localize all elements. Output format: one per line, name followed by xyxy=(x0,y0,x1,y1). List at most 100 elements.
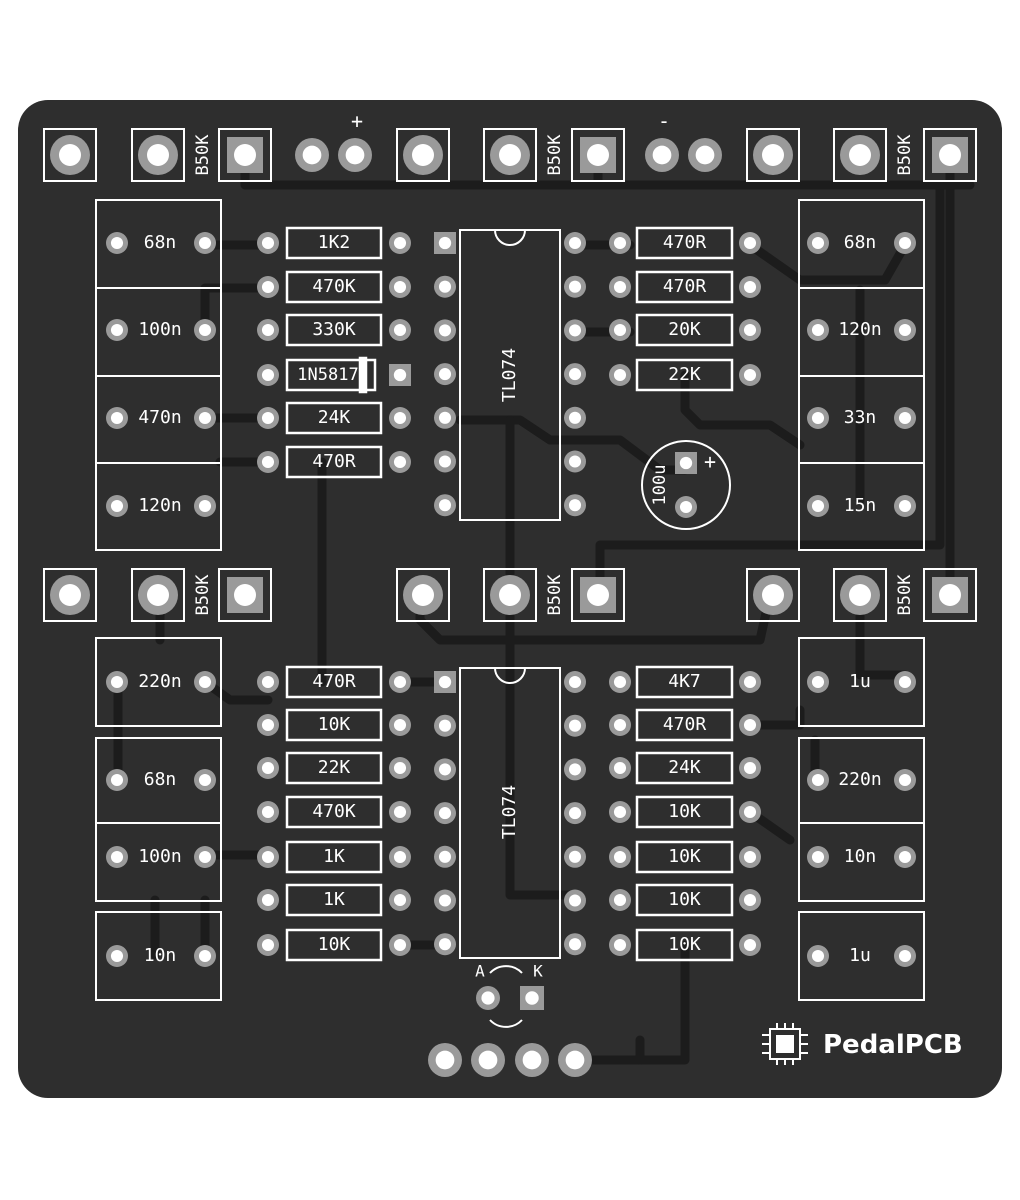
pad-outline xyxy=(396,128,450,182)
resistor-value-label: 10K xyxy=(318,934,351,955)
drill-hole xyxy=(198,949,212,963)
cap-outline xyxy=(95,637,222,727)
resistor-value-label: 24K xyxy=(318,407,351,428)
drill-hole xyxy=(679,456,693,470)
drill-hole xyxy=(412,584,434,606)
drill-hole xyxy=(198,236,212,250)
electrolytic-value-label: 100u xyxy=(650,465,670,506)
ic-outline xyxy=(459,667,561,959)
drill-hole xyxy=(568,719,582,732)
drill-hole xyxy=(811,323,825,337)
drill-hole xyxy=(898,323,912,337)
drill-hole xyxy=(743,761,757,775)
drill-hole xyxy=(849,584,871,606)
cap-value-label: 220n xyxy=(838,769,881,790)
resistor-outline xyxy=(635,313,734,347)
pad-outline xyxy=(571,568,625,622)
resistor-value-label: 470R xyxy=(663,276,707,297)
pot-value-label: B50K xyxy=(895,574,915,616)
drill-hole xyxy=(939,144,961,166)
resistor-outline xyxy=(285,840,383,874)
drill-hole xyxy=(568,411,582,424)
drill-hole xyxy=(811,773,825,787)
drill-hole xyxy=(568,850,582,863)
drill-hole xyxy=(613,368,627,382)
resistor-value-label: 470R xyxy=(663,714,707,735)
pad-outline xyxy=(746,128,800,182)
drill-hole xyxy=(110,323,124,337)
drill-hole xyxy=(393,368,407,382)
drill-hole xyxy=(743,718,757,732)
drill-hole xyxy=(261,411,275,425)
resistor-outline xyxy=(635,751,734,785)
drill-hole xyxy=(898,850,912,864)
drill-hole xyxy=(568,236,582,250)
drill-hole xyxy=(261,675,275,689)
resistor-outline xyxy=(285,401,383,435)
resistor-value-label: 10K xyxy=(668,846,701,867)
silkscreen-outlines xyxy=(95,199,925,1028)
resistor-outline xyxy=(635,928,734,962)
drill-hole xyxy=(679,500,693,514)
drill-hole xyxy=(811,499,825,513)
resistor-outline xyxy=(635,358,734,392)
drill-hole xyxy=(587,584,609,606)
resistor-outline xyxy=(285,665,383,699)
drill-hole xyxy=(234,144,256,166)
resistor-value-label: 470R xyxy=(663,232,707,253)
drill-hole xyxy=(261,280,275,294)
drill-hole xyxy=(261,455,275,469)
pad-outline xyxy=(483,568,537,622)
drill-hole xyxy=(110,949,124,963)
drill-hole xyxy=(811,411,825,425)
pot-value-label: B50K xyxy=(193,134,213,176)
drill-hole xyxy=(393,675,407,689)
drill-hole xyxy=(393,761,407,775)
resistor-value-label: 470K xyxy=(312,276,356,297)
drill-hole xyxy=(613,938,627,952)
drill-hole xyxy=(438,675,452,689)
pad-outline xyxy=(571,128,625,182)
drill-hole xyxy=(393,280,407,294)
drill-hole xyxy=(438,499,452,512)
drill-hole xyxy=(568,763,582,776)
resistor-value-label: 1K xyxy=(323,889,345,910)
drill-hole xyxy=(613,323,627,337)
resistor-outline xyxy=(635,270,734,304)
electrolytic-outline xyxy=(641,440,731,530)
drill-hole xyxy=(393,323,407,337)
brand-name: PedalPCB xyxy=(823,1030,963,1060)
cap-value-label: 68n xyxy=(144,232,177,253)
drill-hole xyxy=(438,763,452,776)
cap-value-label: 470n xyxy=(138,407,181,428)
drill-hole xyxy=(568,938,582,951)
resistor-outline xyxy=(285,226,383,260)
led-anode-label: A xyxy=(475,962,485,981)
drill-hole xyxy=(811,236,825,250)
drill-hole xyxy=(743,850,757,864)
drill-hole xyxy=(613,675,627,689)
cap-value-label: 120n xyxy=(838,319,881,340)
drill-hole xyxy=(525,991,539,1005)
drill-hole xyxy=(261,805,275,819)
cap-value-label: 10n xyxy=(144,945,177,966)
drill-hole xyxy=(522,1050,542,1070)
resistor-value-label: 10K xyxy=(318,714,351,735)
drill-hole xyxy=(393,236,407,250)
resistor-value-label: 10K xyxy=(668,801,701,822)
drill-hole xyxy=(110,499,124,513)
drill-hole xyxy=(59,144,81,166)
resistor-value-label: 470R xyxy=(312,451,356,472)
drill-hole xyxy=(849,144,871,166)
drill-hole xyxy=(110,411,124,425)
drill-hole xyxy=(261,850,275,864)
drill-hole xyxy=(435,1050,455,1070)
drill-hole xyxy=(234,584,256,606)
pad-outline xyxy=(131,128,185,182)
resistor-value-label: 4K7 xyxy=(668,671,701,692)
drill-hole xyxy=(198,411,212,425)
drill-hole xyxy=(438,850,452,863)
drill-hole xyxy=(499,584,521,606)
pad-outline xyxy=(483,128,537,182)
drill-hole xyxy=(743,368,757,382)
